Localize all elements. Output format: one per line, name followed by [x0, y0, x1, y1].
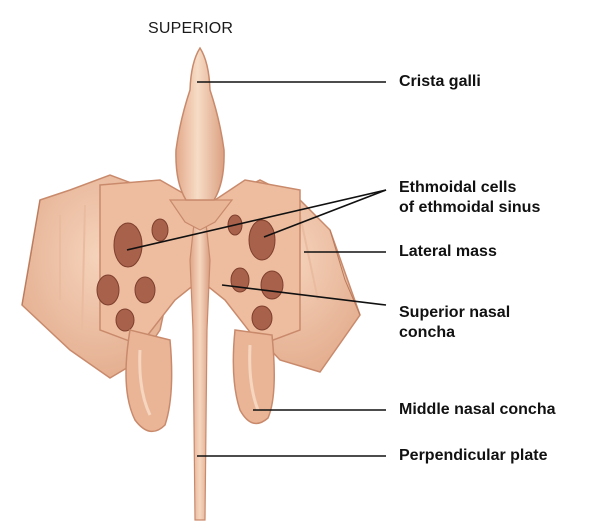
- perpendicular-plate: [190, 205, 210, 520]
- label-crista-galli-text: Crista galli: [399, 72, 481, 92]
- label-perpendicular-plate-text: Perpendicular plate: [399, 446, 548, 466]
- label-ethmoidal-cells-line1: Ethmoidal cells: [399, 178, 540, 198]
- label-lateral-mass-text: Lateral mass: [399, 242, 497, 262]
- label-superior-nasal-concha-line2: concha: [399, 323, 510, 343]
- label-ethmoidal-cells: Ethmoidal cells of ethmoidal sinus: [399, 178, 540, 218]
- label-lateral-mass: Lateral mass: [399, 242, 497, 262]
- label-middle-nasal-concha-text: Middle nasal concha: [399, 400, 555, 420]
- label-middle-nasal-concha: Middle nasal concha: [399, 400, 555, 420]
- label-ethmoidal-cells-line2: of ethmoidal sinus: [399, 198, 540, 218]
- label-superior-nasal-concha: Superior nasal concha: [399, 303, 510, 343]
- label-perpendicular-plate: Perpendicular plate: [399, 446, 548, 466]
- crista-galli: [170, 48, 232, 230]
- left-middle-nasal-concha: [126, 330, 172, 431]
- label-crista-galli: Crista galli: [399, 72, 481, 92]
- orientation-label: SUPERIOR: [148, 20, 233, 38]
- label-superior-nasal-concha-line1: Superior nasal: [399, 303, 510, 323]
